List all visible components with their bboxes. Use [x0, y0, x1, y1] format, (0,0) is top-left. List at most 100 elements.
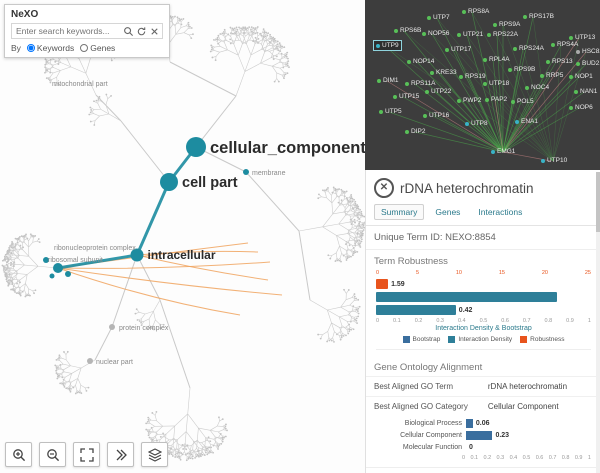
- gene-node-icon: [405, 129, 409, 134]
- tree-node-label[interactable]: cellular_component: [210, 139, 365, 157]
- app-title: NeXO: [11, 9, 39, 20]
- network-gene-utp21[interactable]: UTP21: [457, 31, 483, 38]
- close-icon[interactable]: ✕: [374, 178, 394, 198]
- network-gene-utp17[interactable]: UTP17: [445, 46, 471, 53]
- tree-node-label[interactable]: ribosomal subunit: [48, 257, 103, 264]
- bottom-axis-label: Interaction Density & Bootstrap: [435, 325, 532, 332]
- legend-swatch-icon: [402, 336, 410, 343]
- gene-node-icon: [423, 113, 427, 118]
- network-gene-utp18[interactable]: UTP18: [483, 80, 509, 87]
- network-gene-rps8a[interactable]: RPS8A: [462, 8, 489, 15]
- tab-genes[interactable]: Genes: [435, 207, 461, 217]
- network-gene-rps11a[interactable]: RPS11A: [405, 80, 435, 87]
- tab-summary[interactable]: Summary: [374, 204, 425, 220]
- network-gene-nop1[interactable]: NOP1: [569, 73, 593, 80]
- gene-node-icon: [487, 32, 491, 37]
- network-gene-pol5[interactable]: POL5: [511, 98, 534, 105]
- layers-button[interactable]: [141, 442, 168, 467]
- legend-robustness: Robustness: [520, 336, 565, 343]
- network-gene-utp15[interactable]: UTP15: [393, 93, 419, 100]
- tree-node-label[interactable]: intracellular: [148, 248, 216, 262]
- network-gene-rps19[interactable]: RPS19: [459, 73, 486, 80]
- network-gene-noc4[interactable]: NOC4: [525, 84, 549, 91]
- network-gene-nop6[interactable]: NOP6: [569, 104, 593, 111]
- search-mode-keywords[interactable]: Keywords: [26, 43, 74, 53]
- tree-node-label[interactable]: membrane: [252, 170, 286, 177]
- gene-node-icon: [523, 14, 527, 19]
- gene-node-icon: [377, 78, 381, 83]
- network-gene-pap2[interactable]: PAP2: [485, 96, 507, 103]
- gene-node-icon: [546, 59, 550, 64]
- radio-keywords[interactable]: [26, 44, 35, 52]
- network-gene-rps24a[interactable]: RPS24A: [513, 45, 544, 52]
- network-gene-utp13[interactable]: UTP13: [569, 34, 595, 41]
- network-gene-utp10[interactable]: UTP10: [541, 157, 567, 164]
- network-gene-rps13[interactable]: RPS13: [546, 58, 573, 65]
- tree-node-label[interactable]: cell part: [182, 175, 238, 191]
- gene-node-icon: [541, 158, 545, 163]
- network-gene-utp16[interactable]: UTP16: [423, 112, 449, 119]
- network-gene-rps17b[interactable]: RPS17B: [523, 13, 554, 20]
- tree-node-label[interactable]: nuclear part: [96, 359, 133, 366]
- gene-node-icon: [394, 28, 398, 33]
- tree-node-label[interactable]: mitochondrial part: [52, 81, 108, 88]
- zoom-out-button[interactable]: [39, 442, 66, 467]
- network-gene-rps4a[interactable]: RPS4A: [551, 41, 578, 48]
- gene-node-icon: [576, 61, 580, 66]
- network-gene-rps9a[interactable]: RPS9A: [493, 21, 520, 28]
- network-gene-utp7[interactable]: UTP7: [427, 14, 450, 21]
- network-gene-hsc82[interactable]: HSC82: [576, 48, 600, 55]
- tree-node-label[interactable]: ribonucleoprotein complex: [54, 245, 136, 252]
- network-gene-emg1[interactable]: EMG1: [491, 148, 515, 155]
- network-gene-utp22[interactable]: UTP22: [425, 88, 451, 95]
- tab-interactions[interactable]: Interactions: [478, 207, 523, 217]
- network-gene-utp9[interactable]: UTP9: [373, 40, 402, 51]
- network-gene-rps6b[interactable]: RPS6B: [394, 27, 421, 34]
- network-gene-nan1[interactable]: NAN1: [574, 88, 597, 95]
- robustness-bar: [376, 279, 389, 289]
- zoom-in-button[interactable]: [5, 442, 32, 467]
- network-gene-utp5[interactable]: UTP5: [379, 108, 402, 115]
- collapse-button[interactable]: [107, 442, 134, 467]
- network-gene-kre33[interactable]: KRE33: [430, 69, 457, 76]
- clear-icon[interactable]: [149, 26, 160, 37]
- network-gene-rpl4a[interactable]: RPL4A: [483, 56, 510, 63]
- search-mode-genes[interactable]: Genes: [80, 43, 115, 53]
- layers-icon: [147, 447, 162, 462]
- legend-bootstrap: Bootstrap: [402, 336, 440, 343]
- gene-node-icon: [483, 57, 487, 62]
- gene-node-icon: [430, 70, 434, 75]
- fit-screen-button[interactable]: [73, 442, 100, 467]
- search-icon[interactable]: [123, 26, 134, 37]
- gene-node-icon: [513, 46, 517, 51]
- search-input[interactable]: [14, 25, 121, 37]
- gene-node-icon: [422, 31, 426, 36]
- network-gene-utp8[interactable]: UTP8: [465, 120, 488, 127]
- network-gene-bud21[interactable]: BUD21: [576, 60, 600, 67]
- refresh-icon[interactable]: [136, 26, 147, 37]
- tree-node-label[interactable]: protein complex: [119, 325, 169, 332]
- network-gene-nop14[interactable]: NOP14: [407, 58, 434, 65]
- network-gene-dip2[interactable]: DIP2: [405, 128, 425, 135]
- network-gene-pwp2[interactable]: PWP2: [457, 97, 481, 104]
- radio-genes[interactable]: [80, 44, 89, 52]
- network-gene-ena1[interactable]: ENA1: [515, 118, 538, 125]
- network-gene-rrp5[interactable]: RRP5: [540, 72, 563, 79]
- network-gene-rps22a[interactable]: RPS22A: [487, 31, 518, 38]
- network-gene-dim1[interactable]: DIM1: [377, 77, 399, 84]
- network-gene-rps9b[interactable]: RPS9B: [508, 66, 535, 73]
- detail-scrollbar[interactable]: [596, 172, 600, 473]
- go-alignment-title: Gene Ontology Alignment: [374, 362, 483, 373]
- gene-node-icon: [407, 59, 411, 64]
- network-gene-nop56[interactable]: NOP56: [422, 30, 449, 37]
- score-bar: [466, 431, 493, 440]
